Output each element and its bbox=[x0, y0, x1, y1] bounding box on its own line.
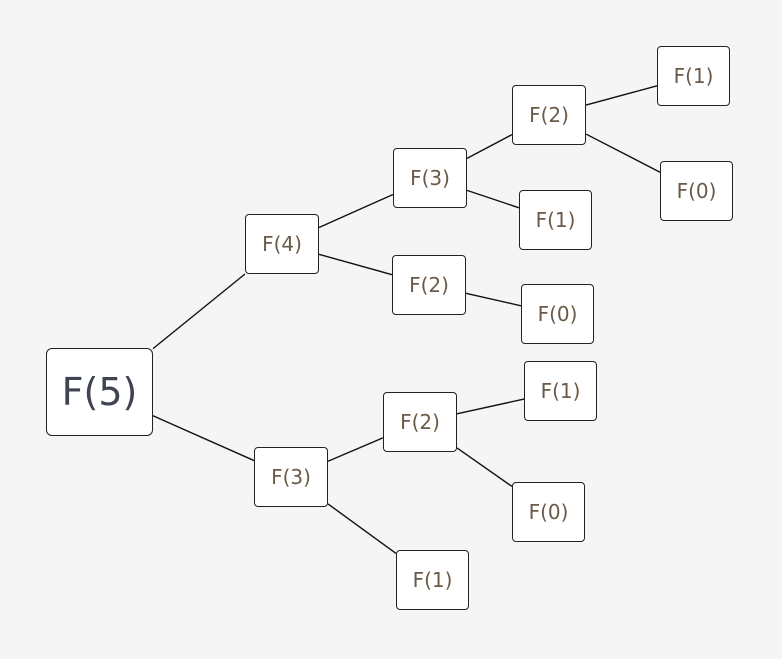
node-f3-lower: F(3) bbox=[254, 447, 328, 507]
edge-n3b-n1d bbox=[327, 503, 397, 554]
node-f1-upper-mid: F(1) bbox=[519, 190, 592, 250]
node-f1-bottom: F(1) bbox=[396, 550, 469, 610]
node-f0-middle: F(0) bbox=[521, 284, 594, 344]
node-f2-lower: F(2) bbox=[383, 392, 457, 452]
node-f0-lower: F(0) bbox=[512, 482, 585, 542]
edge-n4-n2b bbox=[318, 253, 393, 276]
edge-n4-n3a bbox=[318, 193, 394, 229]
edge-n2a-n0a bbox=[585, 133, 661, 173]
edge-n2c-n1c bbox=[456, 398, 525, 415]
node-f4: F(4) bbox=[245, 214, 319, 274]
edge-n3a-n1b bbox=[466, 189, 520, 209]
node-f1-top: F(1) bbox=[657, 46, 730, 106]
edge-n3b-n2c bbox=[327, 437, 384, 462]
node-f0-top: F(0) bbox=[660, 161, 733, 221]
node-f2-middle: F(2) bbox=[392, 255, 466, 315]
node-f1-lower-mid: F(1) bbox=[524, 361, 597, 421]
edge-n5-n3b bbox=[152, 415, 255, 462]
edge-n2b-n0b bbox=[465, 292, 522, 307]
edge-n2a-n1a bbox=[585, 85, 658, 106]
node-f2-top: F(2) bbox=[512, 85, 586, 145]
edge-n2c-n0c bbox=[456, 447, 513, 488]
edge-n5-n4 bbox=[152, 273, 246, 350]
edge-n3a-n2a bbox=[466, 133, 513, 160]
node-f5: F(5) bbox=[46, 348, 153, 436]
node-f3-upper: F(3) bbox=[393, 148, 467, 208]
